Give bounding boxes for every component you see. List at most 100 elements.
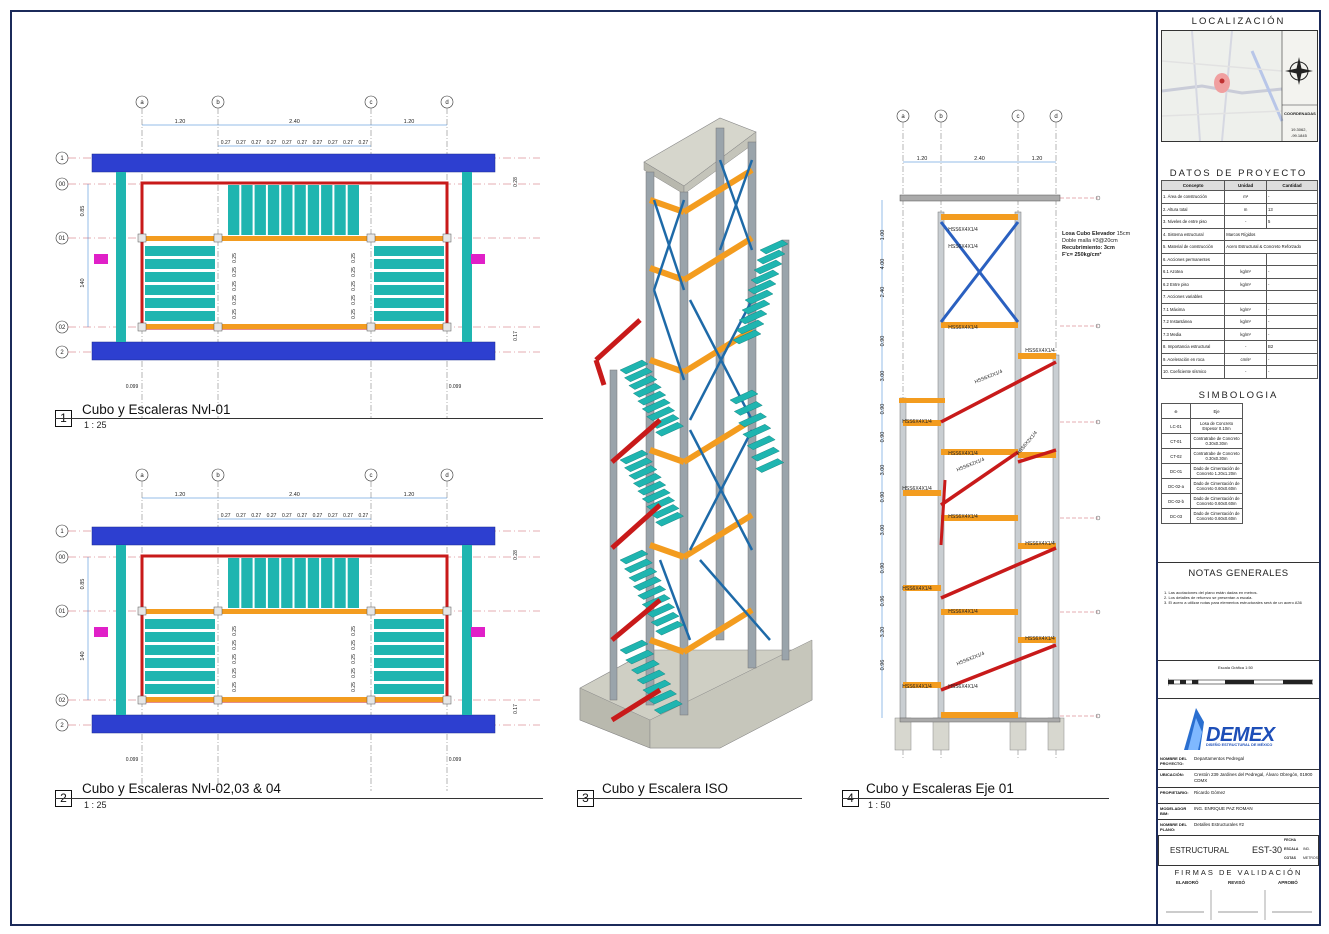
- iso-stair-tread: [641, 398, 671, 414]
- stair-tread: [374, 619, 444, 629]
- column-plate: [442, 695, 452, 705]
- stair-tread: [374, 684, 444, 694]
- iso-stair-tread: [755, 458, 785, 473]
- column-plate: [366, 695, 376, 705]
- info-value: Ricardo Gómez: [1194, 790, 1226, 795]
- level-tag: [1095, 195, 1101, 201]
- level-tag: [1095, 323, 1101, 329]
- dim-height: 0.90: [880, 404, 886, 415]
- stair-tread: [145, 671, 215, 681]
- signature-lines: [1166, 890, 1312, 920]
- iso-stair-tread: [646, 496, 676, 511]
- grid-bubble-label: 01: [59, 236, 66, 242]
- logo-subtitle: DISEÑO ESTRUCTURAL DE MÉXICO: [1206, 743, 1273, 747]
- dim-spacing: 0.25: [232, 654, 238, 664]
- iso-stair-tread: [637, 390, 667, 406]
- elev-beam-orange: [903, 682, 941, 688]
- member-label: HSS6X4X1/4: [948, 514, 978, 520]
- dim-top: 1.20: [404, 119, 415, 125]
- iso-stair-tread: [650, 611, 680, 627]
- slat-teal: [294, 185, 306, 235]
- iso-stair-tread: [648, 689, 677, 705]
- firma-reviso: REVISÓ: [1228, 880, 1246, 885]
- escala-label: ESCALA: [1284, 847, 1299, 851]
- grid-bubble-label: b: [216, 473, 220, 479]
- elev-beam-orange: [941, 609, 1018, 615]
- dim-side: 0.28: [513, 177, 519, 187]
- grid-bubble-label: 2: [60, 350, 64, 356]
- notas-list: 1. Las acotaciones del plano están dadas…: [1164, 590, 1316, 605]
- view-title: Cubo y Escaleras Nvl-01: [82, 402, 231, 417]
- column-plate: [442, 606, 452, 616]
- elev-column: [937, 211, 945, 721]
- iso-brace: [658, 559, 692, 641]
- dim-bottom: 0.099: [126, 384, 139, 390]
- iso-column: [609, 369, 618, 701]
- cotas-label: COTAS: [1284, 856, 1296, 860]
- grid-bubble-label: 00: [59, 555, 66, 561]
- coords-label: COORDENADAS: [1284, 111, 1316, 116]
- iso-brace: [718, 159, 754, 251]
- elev-stringer: [1017, 448, 1057, 464]
- slat-teal: [241, 558, 253, 608]
- dim-spacing: 0.25: [232, 281, 238, 291]
- dim-top: 2.40: [289, 119, 300, 125]
- grid-bubble-label: c: [370, 100, 373, 106]
- slat-teal: [241, 185, 253, 235]
- stair-tread: [374, 671, 444, 681]
- losa-line2: Doble malla #3@20cm: [1062, 238, 1118, 244]
- dim-spacing: 0.25: [232, 295, 238, 305]
- column-plate: [137, 322, 147, 332]
- dim-top: 1.20: [917, 156, 928, 162]
- simbologia-title: SIMBOLOGIA: [1198, 390, 1279, 401]
- iso-stair-tread: [753, 259, 783, 275]
- title-block-panel: LOCALIZACIÓN COORDENADAS 19.3062, -99.18…: [1156, 12, 1319, 924]
- iso-stair-tread: [624, 367, 653, 383]
- member-label: HSS6X4X1/4: [948, 609, 978, 615]
- grid-bubble-label: 02: [59, 698, 66, 704]
- stair-tread: [145, 684, 215, 694]
- losa-thk: 15cm: [1116, 231, 1131, 237]
- member-label: HSS6X4X1/4: [1025, 348, 1055, 354]
- stair-tread: [145, 285, 215, 295]
- fecha-label: FECHA: [1284, 838, 1297, 842]
- dim-spacing: 0.25: [351, 654, 357, 664]
- elev-beam-orange: [1018, 353, 1056, 359]
- iso-brace: [652, 199, 686, 291]
- dim-spacing: 0.25: [232, 682, 238, 692]
- iso-stair-tread: [738, 412, 767, 428]
- datos-header: Unidad: [1224, 180, 1268, 191]
- iso-stair-tread: [624, 457, 653, 473]
- iso-stair-tread: [747, 279, 777, 295]
- grid-bubble-label: 00: [59, 182, 66, 188]
- elev-pier: [1009, 717, 1027, 751]
- iso-stair-tread: [641, 488, 671, 504]
- grid-bubble-label: d: [1054, 114, 1057, 120]
- elev-beam-orange: [941, 515, 1018, 521]
- elev-stringer: [939, 479, 947, 546]
- dim-spacing: 0.25: [351, 295, 357, 305]
- beam-orange: [142, 324, 447, 329]
- iso-orange-beam: [682, 235, 754, 283]
- stair-tread: [374, 632, 444, 642]
- elev-beam-orange: [1018, 543, 1056, 549]
- dim-bottom: 0.099: [449, 757, 462, 763]
- dim-sub: 0.27: [328, 513, 338, 519]
- localizacion-title: LOCALIZACIÓN: [1191, 16, 1286, 27]
- iso-column: [679, 191, 689, 716]
- member-label: HSS6X4X1/4: [948, 325, 978, 331]
- iso-stair-tread: [625, 649, 655, 665]
- iso-brace: [688, 429, 754, 551]
- stub-magenta: [471, 254, 485, 264]
- dim-left: 140: [80, 278, 86, 287]
- dim-left: 0.85: [80, 579, 86, 590]
- elev-beam-orange: [899, 398, 945, 403]
- dim-sub: 0.27: [282, 140, 292, 146]
- indicada: IND.: [1303, 847, 1310, 851]
- datos-row: 6. Acciones permanentes: [1160, 252, 1318, 266]
